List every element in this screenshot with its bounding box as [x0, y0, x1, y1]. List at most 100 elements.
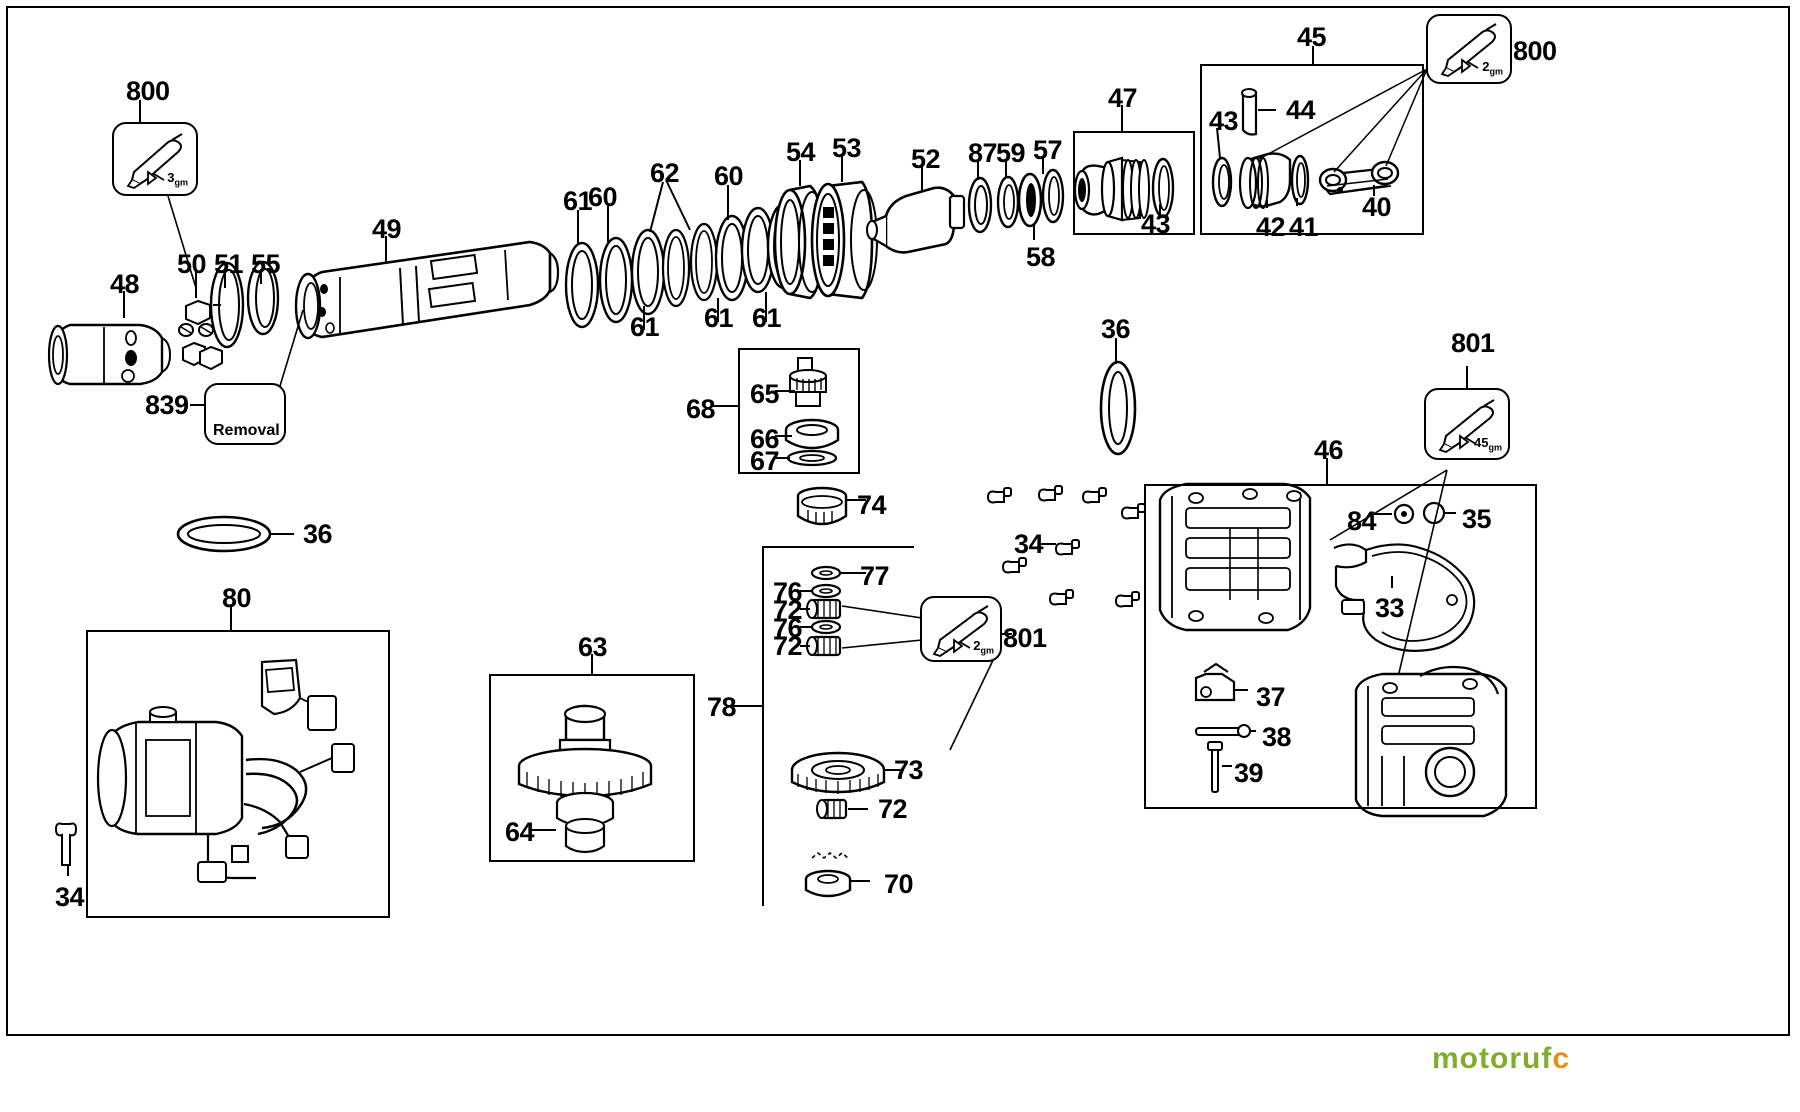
part-number-34: 34	[55, 882, 85, 912]
part-65-pinion	[789, 357, 827, 407]
part-37-bracket	[1194, 662, 1242, 702]
part-number-72: 72	[878, 794, 908, 824]
part-84-washer	[1393, 503, 1415, 525]
tool-callout-839: Removal	[204, 383, 286, 445]
part-number-72: 72	[773, 595, 803, 625]
part-number-57: 57	[1033, 135, 1063, 165]
part-number-36: 36	[1101, 314, 1131, 344]
part-number-84: 84	[1347, 506, 1377, 536]
part-number-41: 41	[1289, 212, 1319, 242]
part-number-70: 70	[884, 869, 914, 899]
part-41-ring	[1290, 154, 1310, 206]
grease-callout-801-mid: 2gm	[920, 596, 1002, 662]
watermark-accent: c	[1552, 1042, 1570, 1075]
part-number-52: 52	[911, 144, 941, 174]
part-number-38: 38	[1262, 722, 1292, 752]
part-number-63: 63	[578, 632, 608, 662]
part-48-sleeve	[47, 323, 172, 386]
part-72-bearing-2	[806, 635, 842, 657]
part-number-59: 59	[996, 138, 1026, 168]
part-44-pin	[1241, 88, 1258, 136]
part-number-39: 39	[1234, 758, 1264, 788]
grease-qty-801-mid: 2gm	[973, 638, 994, 656]
grease-gun-icon	[932, 605, 989, 657]
part-number-72: 72	[773, 631, 803, 661]
box-80	[86, 630, 390, 918]
grease-gun-icon	[126, 133, 183, 189]
box-78	[762, 546, 914, 906]
part-number-51: 51	[214, 249, 244, 279]
part-57-ring	[1041, 168, 1065, 224]
part-70-washer	[804, 851, 852, 898]
part-66-bearing	[784, 418, 840, 450]
part-77-oring	[810, 565, 842, 581]
part-number-801: 801	[1003, 623, 1047, 653]
part-number-78: 78	[707, 692, 737, 722]
part-number-87: 87	[968, 138, 998, 168]
part-number-801: 801	[1451, 328, 1495, 358]
part-63-gear-shaft	[517, 704, 653, 854]
part-number-64: 64	[505, 817, 535, 847]
part-number-37: 37	[1256, 682, 1286, 712]
part-number-36: 36	[303, 519, 333, 549]
part-number-40: 40	[1362, 192, 1392, 222]
part-34-screws-center	[986, 485, 1146, 608]
part-number-73: 73	[894, 755, 924, 785]
part-number-42: 42	[1256, 212, 1286, 242]
part-number-58: 58	[1026, 242, 1056, 272]
part-number-74: 74	[857, 490, 887, 520]
part-number-35: 35	[1462, 504, 1492, 534]
part-38-pin	[1195, 724, 1251, 738]
part-number-43: 43	[1209, 106, 1239, 136]
part-number-61: 61	[630, 312, 660, 342]
part-number-76: 76	[773, 577, 803, 607]
part-42-piston	[1238, 152, 1292, 210]
part-39-rod	[1207, 741, 1223, 793]
part-number-48: 48	[110, 269, 140, 299]
part-46-housing-bottom	[1354, 665, 1508, 818]
part-36-oring-right	[1099, 360, 1137, 456]
part-47-assembly	[1073, 156, 1175, 222]
part-number-800: 800	[1513, 36, 1557, 66]
part-50-fasteners	[178, 299, 223, 371]
part-73-gear	[790, 751, 886, 794]
part-number-55: 55	[251, 249, 281, 279]
part-number-68: 68	[686, 394, 716, 424]
part-36-oring-left	[176, 515, 272, 553]
box-45	[1200, 64, 1424, 235]
part-number-60: 60	[588, 182, 618, 212]
part-87-washer	[967, 176, 993, 234]
part-number-47: 47	[1108, 83, 1138, 113]
grease-gun-icon	[1440, 23, 1497, 77]
grease-callout-801-right: 45gm	[1424, 388, 1510, 460]
part-number-60: 60	[714, 161, 744, 191]
grease-qty-800-right: 2gm	[1482, 59, 1503, 77]
part-number-61: 61	[563, 186, 593, 216]
part-53-needle-bearing	[810, 180, 878, 300]
part-number-33: 33	[1375, 593, 1405, 623]
box-47	[1073, 131, 1195, 235]
grease-qty-801-right: 45gm	[1474, 435, 1502, 453]
part-number-43: 43	[1141, 209, 1171, 239]
part-number-61: 61	[752, 303, 782, 333]
part-76-washer-2	[810, 619, 842, 635]
watermark-motoruf: motorufc	[1432, 1042, 1570, 1076]
grease-callout-800-left: 3gm	[112, 122, 198, 196]
part-number-34: 34	[1014, 529, 1044, 559]
part-80-motor-assembly	[54, 658, 355, 883]
part-number-62: 62	[650, 158, 680, 188]
watermark-text: motoruf	[1432, 1042, 1553, 1075]
part-number-45: 45	[1297, 22, 1327, 52]
part-number-54: 54	[786, 137, 816, 167]
part-number-839: 839	[145, 390, 189, 420]
part-54-bearing-race	[773, 184, 826, 300]
part-72-bearing-1	[806, 598, 842, 620]
box-46	[1144, 484, 1537, 809]
box-68	[738, 348, 860, 474]
grease-gun-icon	[1438, 399, 1495, 453]
part-number-53: 53	[832, 133, 862, 163]
part-43-ring-45box	[1211, 156, 1233, 208]
part-72-bearing-3	[816, 798, 848, 820]
part-49-cylinder	[294, 240, 560, 340]
